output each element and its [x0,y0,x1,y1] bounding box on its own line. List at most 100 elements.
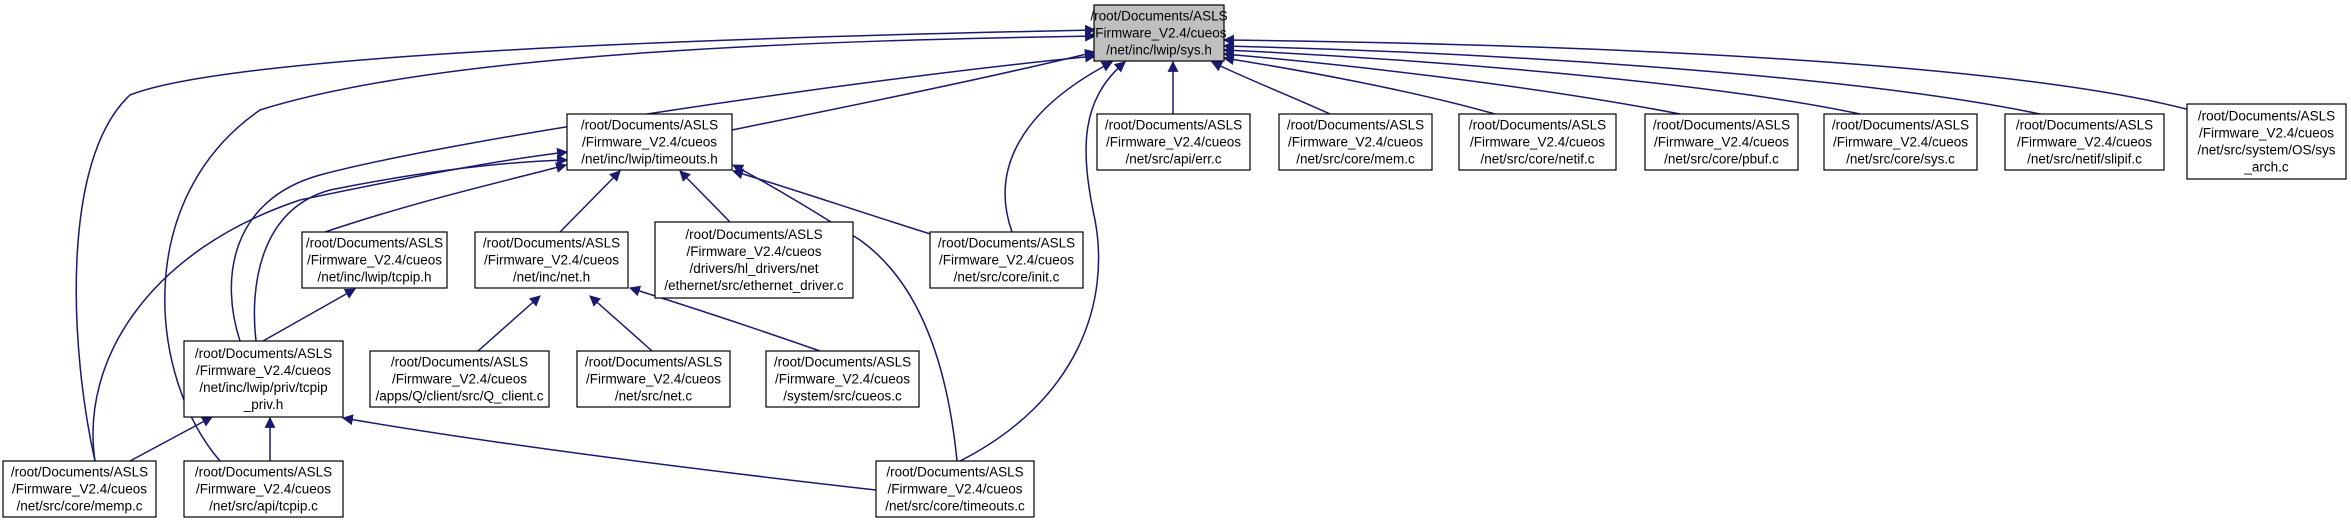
node-label-line: /net/src/core/mem.c [1296,152,1415,167]
node-label-line: /drivers/hl_drivers/net [689,261,818,276]
edge-memp-c-to-tcpip-priv-h [129,416,213,462]
node-label-line: /root/Documents/ASLS [585,355,722,370]
node-label-line: /net/src/core/pbuf.c [1664,152,1779,167]
node-label-line: /root/Documents/ASLS [306,236,443,251]
node-sys-c[interactable]: /root/Documents/ASLS/Firmware_V2.4/cueos… [1823,113,1978,171]
node-label-line: /root/Documents/ASLS [938,236,1075,251]
node-label-line: /Firmware_V2.4/cueos [1288,135,1423,150]
edge-pbuf-c-to-sys-h [1222,49,1681,115]
nodes: /root/Documents/ASLS/Firmware_V2.4/cueos… [2,4,2347,518]
node-label-line: /net/src/core/memp.c [16,499,142,514]
node-label-line: /root/Documents/ASLS [685,227,822,242]
node-box [183,340,344,418]
node-box [929,231,1084,289]
node-label-line: /root/Documents/ASLS [774,355,911,370]
edge-sys-arch-c-to-sys-h [1222,34,2191,111]
node-label-line: /root/Documents/ASLS [11,465,148,480]
node-pbuf-c[interactable]: /root/Documents/ASLS/Firmware_V2.4/cueos… [1644,113,1799,171]
node-label-line: /Firmware_V2.4/cueos [1091,26,1226,41]
node-label-line: /Firmware_V2.4/cueos [1654,135,1789,150]
edge-tcpip-priv-h-to-timeouts-h [253,154,569,342]
node-label-line: /root/Documents/ASLS [1469,118,1606,133]
node-label-line: /Firmware_V2.4/cueos [939,253,1074,268]
node-label-line: /net/src/system/OS/sys [2197,143,2335,158]
edge-ethernet-c-to-timeouts-h [679,170,731,223]
node-box [2004,113,2165,171]
edge-memp-c-to-sys-h [75,24,1097,462]
node-label-line: /Firmware_V2.4/cueos [586,372,721,387]
node-label-line: /system/src/cueos.c [783,389,902,404]
edge-timeouts-c-to-sys-h [959,61,1126,462]
node-box [1278,113,1433,171]
node-label-line: /Firmware_V2.4/cueos [582,135,717,150]
edge-slipif-c-to-sys-h [1222,40,2041,115]
node-tcpip-h[interactable]: /root/Documents/ASLS/Firmware_V2.4/cueos… [301,231,448,289]
node-memp-c[interactable]: /root/Documents/ASLS/Firmware_V2.4/cueos… [2,460,157,518]
node-label-line: /Firmware_V2.4/cueos [775,372,910,387]
node-slipif-c[interactable]: /root/Documents/ASLS/Firmware_V2.4/cueos… [2004,113,2165,171]
node-box [2,460,157,518]
node-box [474,231,629,289]
node-net-c[interactable]: /root/Documents/ASLS/Firmware_V2.4/cueos… [576,350,731,408]
node-label-line: /root/Documents/ASLS [483,236,620,251]
node-label-line: /root/Documents/ASLS [1832,118,1969,133]
node-api-tcpip-c[interactable]: /root/Documents/ASLS/Firmware_V2.4/cueos… [183,460,344,518]
node-netif-c[interactable]: /root/Documents/ASLS/Firmware_V2.4/cueos… [1458,113,1617,171]
node-label-line: /apps/Q/client/src/Q_client.c [375,389,543,404]
node-box [2186,103,2347,180]
node-net-h[interactable]: /root/Documents/ASLS/Firmware_V2.4/cueos… [474,231,629,289]
node-label-line: /Firmware_V2.4/cueos [686,244,821,259]
edge-api-tcpip-c-to-sys-h [164,30,1097,462]
edge-tcpip-priv-h-to-tcpip-h [262,288,356,342]
node-label-line: /Firmware_V2.4/cueos [1106,135,1241,150]
node-label-line: /net/src/core/netif.c [1480,152,1594,167]
node-box [1093,4,1225,62]
node-label-line: /root/Documents/ASLS [581,118,718,133]
node-label-line: /net/inc/lwip/timeouts.h [581,152,718,167]
node-q-client-c[interactable]: /root/Documents/ASLS/Firmware_V2.4/cueos… [369,350,550,408]
node-label-line: _priv.h [243,397,284,412]
node-label-line: /Firmware_V2.4/cueos [12,482,147,497]
node-ethernet-c[interactable]: /root/Documents/ASLS/Firmware_V2.4/cueos… [654,221,854,299]
node-label-line: /net/src/net.c [615,389,693,404]
node-timeouts-h[interactable]: /root/Documents/ASLS/Firmware_V2.4/cueos… [566,113,733,171]
edge-timeouts-c-to-tcpip-priv-h [341,414,877,491]
node-box [301,231,448,289]
node-box [183,460,344,518]
edge-mem-c-to-sys-h [1211,61,1331,115]
edge-netif-c-to-sys-h [1222,54,1496,115]
node-box [765,350,920,408]
node-label-line: /Firmware_V2.4/cueos [2017,135,2152,150]
node-label-line: /Firmware_V2.4/cueos [887,482,1022,497]
node-label-line: /net/src/netif/slipif.c [2027,152,2142,167]
node-label-line: /Firmware_V2.4/cueos [196,482,331,497]
node-init-c[interactable]: /root/Documents/ASLS/Firmware_V2.4/cueos… [929,231,1084,289]
node-label-line: /root/Documents/ASLS [2016,118,2153,133]
node-sys-h[interactable]: /root/Documents/ASLS/Firmware_V2.4/cueos… [1090,4,1228,62]
node-label-line: _arch.c [2243,160,2289,175]
node-label-line: /Firmware_V2.4/cueos [1470,135,1605,150]
edge-init-c-to-sys-h [1004,61,1113,233]
node-sys-arch-c[interactable]: /root/Documents/ASLS/Firmware_V2.4/cueos… [2186,103,2347,180]
edge-net-c-to-net-h [589,295,653,352]
node-label-line: /root/Documents/ASLS [1105,118,1242,133]
edge-net-h-to-timeouts-h [559,170,621,233]
node-cueos-c[interactable]: /root/Documents/ASLS/Firmware_V2.4/cueos… [765,350,920,408]
node-label-line: /net/inc/net.h [513,270,590,285]
node-mem-c[interactable]: /root/Documents/ASLS/Firmware_V2.4/cueos… [1278,113,1433,171]
node-label-line: /ethernet/src/ethernet_driver.c [664,278,844,293]
node-label-line: /net/src/core/timeouts.c [885,499,1025,514]
node-box [654,221,854,299]
node-tcpip-priv-h[interactable]: /root/Documents/ASLS/Firmware_V2.4/cueos… [183,340,344,418]
edge-tcpip-priv-h-to-sys-h [230,51,1097,342]
node-box [1823,113,1978,171]
node-box [369,350,550,408]
node-label-line: /Firmware_V2.4/cueos [484,253,619,268]
node-label-line: /net/inc/lwip/tcpip.h [317,270,431,285]
node-err-c[interactable]: /root/Documents/ASLS/Firmware_V2.4/cueos… [1096,113,1251,171]
node-label-line: /Firmware_V2.4/cueos [1833,135,1968,150]
edge-timeouts-c-to-timeouts-h [732,164,958,462]
node-label-line: /net/src/core/sys.c [1846,152,1955,167]
node-timeouts-c[interactable]: /root/Documents/ASLS/Firmware_V2.4/cueos… [875,460,1035,518]
